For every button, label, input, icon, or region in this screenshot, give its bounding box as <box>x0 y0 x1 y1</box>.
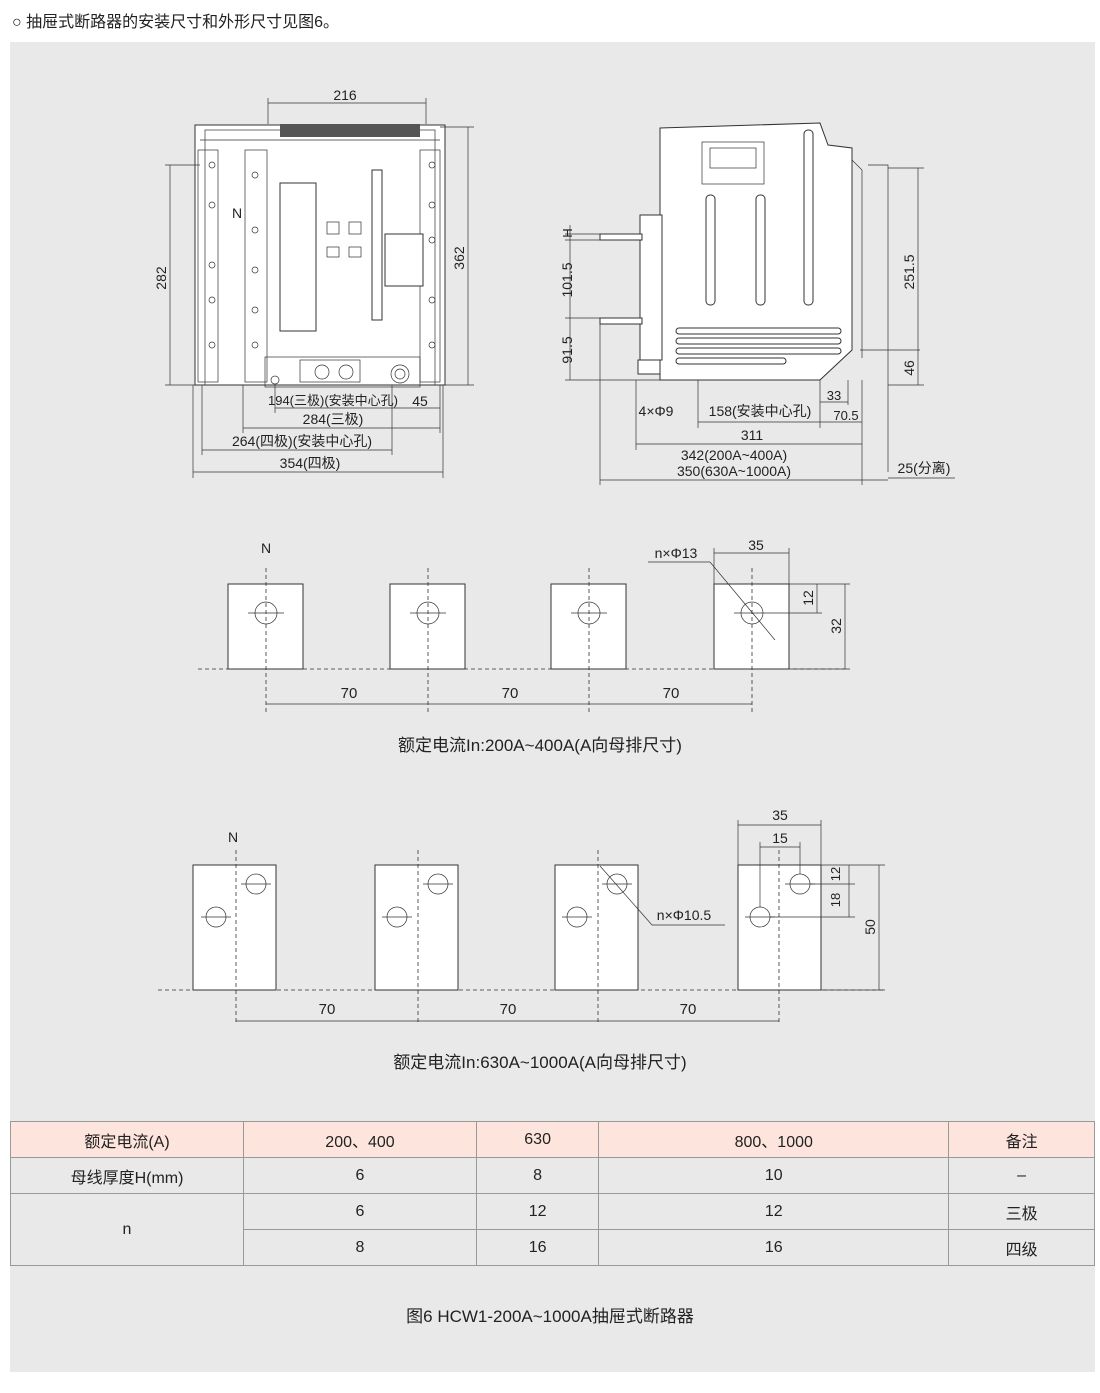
intro-text: ○ 抽屉式断路器的安装尺寸和外形尺寸见图6。 <box>12 14 340 31</box>
table-cell: n <box>10 1193 244 1266</box>
dim-350: 350(630A~1000A) <box>677 463 791 479</box>
front-view: N 216 282 362 194(三极)(安装中心孔) 45 284(三极) … <box>153 87 474 478</box>
busbar-a-dim-12: 12 <box>800 590 816 606</box>
dim-284: 284(三极) <box>303 411 364 427</box>
busbar-a-pitch-1: 70 <box>341 685 358 702</box>
busbar-a-pitch-2: 70 <box>502 685 519 702</box>
table-row: 8 16 16 四级 <box>11 1229 1095 1266</box>
busbar-b-pitch-2: 70 <box>500 1001 517 1018</box>
table-cell: 8 <box>243 1229 477 1266</box>
front-label-n: N <box>232 205 242 221</box>
table-row: n 6 12 12 三极 <box>10 1193 1095 1266</box>
busbar-a-caption: 额定电流In:200A~400A(A向母排尺寸) <box>398 736 682 755</box>
busbar-a-dim-35: 35 <box>748 537 764 553</box>
busbar-a-label-n: N <box>261 540 271 556</box>
busbar-b-dim-15: 15 <box>772 830 788 846</box>
busbar-b-dim-35: 35 <box>772 807 788 823</box>
table-cell: 12 <box>598 1193 950 1230</box>
table-cell: 三极 <box>948 1193 1095 1230</box>
busbar-b-hole: n×Φ10.5 <box>657 907 712 923</box>
table-header-cell: 800、1000 <box>598 1121 950 1158</box>
terminal-strip <box>280 124 420 137</box>
dim-194: 194(三极)(安装中心孔) <box>268 393 398 408</box>
busbar-b-pitch-3: 70 <box>680 1001 697 1018</box>
dim-354: 354(四极) <box>280 455 341 471</box>
table-cell: 10 <box>598 1157 950 1194</box>
table-cell: 8 <box>475 1157 600 1194</box>
table-header-cell: 630 <box>475 1121 600 1158</box>
dim-362: 362 <box>451 246 467 270</box>
busbar-b-dim-18: 18 <box>828 893 843 907</box>
dim-311: 311 <box>741 427 764 443</box>
table-cell: 16 <box>598 1229 950 1266</box>
dim-45: 45 <box>412 393 428 409</box>
dim-91-5: 91.5 <box>559 336 575 363</box>
dim-h: H <box>560 228 575 237</box>
table-cell: – <box>948 1157 1095 1194</box>
busbar-b-caption: 额定电流In:630A~1000A(A向母排尺寸) <box>393 1053 686 1072</box>
dim-70-5: 70.5 <box>833 408 858 423</box>
spec-table: 额定电流(A) 200、400 630 800、1000 备注 母线厚度H(mm… <box>10 1121 1095 1266</box>
table-cell: 母线厚度H(mm) <box>10 1157 244 1194</box>
dim-25: 25(分离) <box>898 460 951 476</box>
busbar-a: N 70 70 70 n×Φ13 35 12 32 <box>198 537 850 712</box>
busbar-a-dim-32: 32 <box>828 618 844 634</box>
dim-158: 158(安装中心孔) <box>709 403 812 419</box>
table-header-cell: 200、400 <box>243 1121 477 1158</box>
busbar-b-label-n: N <box>228 829 238 845</box>
dim-251-5: 251.5 <box>901 254 917 289</box>
table-cell: 12 <box>475 1193 600 1230</box>
table-header-row: 额定电流(A) 200、400 630 800、1000 备注 <box>10 1121 1095 1158</box>
handle-box <box>384 233 424 287</box>
busbar-b-dim-12: 12 <box>828 867 843 881</box>
dim-282: 282 <box>153 266 169 290</box>
breaker-window <box>279 182 317 332</box>
dim-264: 264(四极)(安装中心孔) <box>232 433 372 449</box>
dim-4phi9: 4×Φ9 <box>639 403 674 419</box>
dim-101-5: 101.5 <box>559 262 575 297</box>
dim-342: 342(200A~400A) <box>681 447 787 463</box>
dim-46: 46 <box>901 360 917 376</box>
busbar-b: N 70 70 70 n×Φ10.5 35 <box>158 807 885 1025</box>
table-header-cell: 备注 <box>948 1121 1095 1158</box>
dim-33: 33 <box>827 388 841 403</box>
figure-caption: 图6 HCW1-200A~1000A抽屉式断路器 <box>406 1307 694 1326</box>
table-row: 母线厚度H(mm) 6 8 10 – <box>10 1157 1095 1194</box>
table-header-cell: 额定电流(A) <box>10 1121 244 1158</box>
handle-bar <box>371 169 383 321</box>
table-cell: 6 <box>243 1157 477 1194</box>
table-cell: 16 <box>475 1229 600 1266</box>
side-view: H 101.5 91.5 251.5 46 4×Φ9 158(安装中心孔) 33… <box>559 122 955 485</box>
table-cell: 6 <box>243 1193 477 1230</box>
table-cell: 四级 <box>948 1229 1095 1266</box>
busbar-a-hole: n×Φ13 <box>655 545 698 561</box>
busbar-b-pitch-1: 70 <box>319 1001 336 1018</box>
dim-216: 216 <box>333 87 357 103</box>
busbar-a-pitch-3: 70 <box>663 685 680 702</box>
busbar-b-dim-50: 50 <box>862 919 878 935</box>
